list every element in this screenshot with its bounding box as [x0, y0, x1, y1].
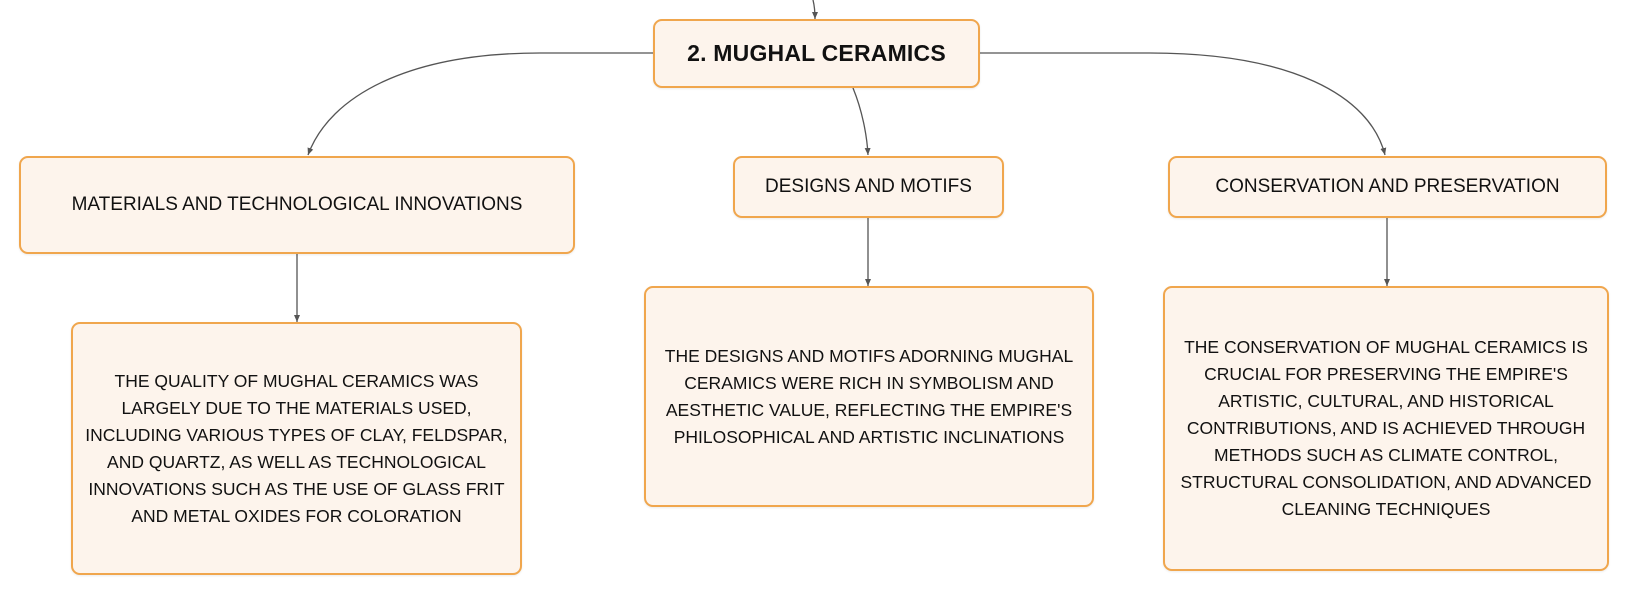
- root-node-label: 2. MUGHAL CERAMICS: [687, 40, 946, 66]
- connector-root-to-materials: [307, 52, 654, 156]
- topic-node-label: DESIGNS AND MOTIFS: [765, 176, 972, 197]
- topic-node-label: CONSERVATION AND PRESERVATION: [1215, 176, 1560, 197]
- root-node[interactable]: 2. MUGHAL CERAMICS: [653, 19, 980, 88]
- topic-node-materials[interactable]: MATERIALS AND TECHNOLOGICAL INNOVATIONS: [19, 156, 575, 254]
- detail-node-materials[interactable]: THE QUALITY OF MUGHAL CERAMICS WAS LARGE…: [71, 322, 522, 575]
- topic-node-designs[interactable]: DESIGNS AND MOTIFS: [733, 156, 1004, 218]
- detail-node-designs[interactable]: THE DESIGNS AND MOTIFS ADORNING MUGHAL C…: [644, 286, 1094, 507]
- connector-root-to-designs: [852, 87, 871, 156]
- detail-node-text: THE CONSERVATION OF MUGHAL CERAMICS IS C…: [1180, 337, 1592, 519]
- connector-root-to-conservation: [979, 52, 1387, 156]
- topic-node-label: MATERIALS AND TECHNOLOGICAL INNOVATIONS: [71, 194, 523, 215]
- detail-node-conservation[interactable]: THE CONSERVATION OF MUGHAL CERAMICS IS C…: [1163, 286, 1609, 571]
- detail-node-text: THE QUALITY OF MUGHAL CERAMICS WAS LARGE…: [85, 370, 508, 526]
- topic-node-conservation[interactable]: CONSERVATION AND PRESERVATION: [1168, 156, 1607, 218]
- detail-node-text: THE DESIGNS AND MOTIFS ADORNING MUGHAL C…: [664, 345, 1074, 447]
- connector-incoming-root: [811, 0, 818, 20]
